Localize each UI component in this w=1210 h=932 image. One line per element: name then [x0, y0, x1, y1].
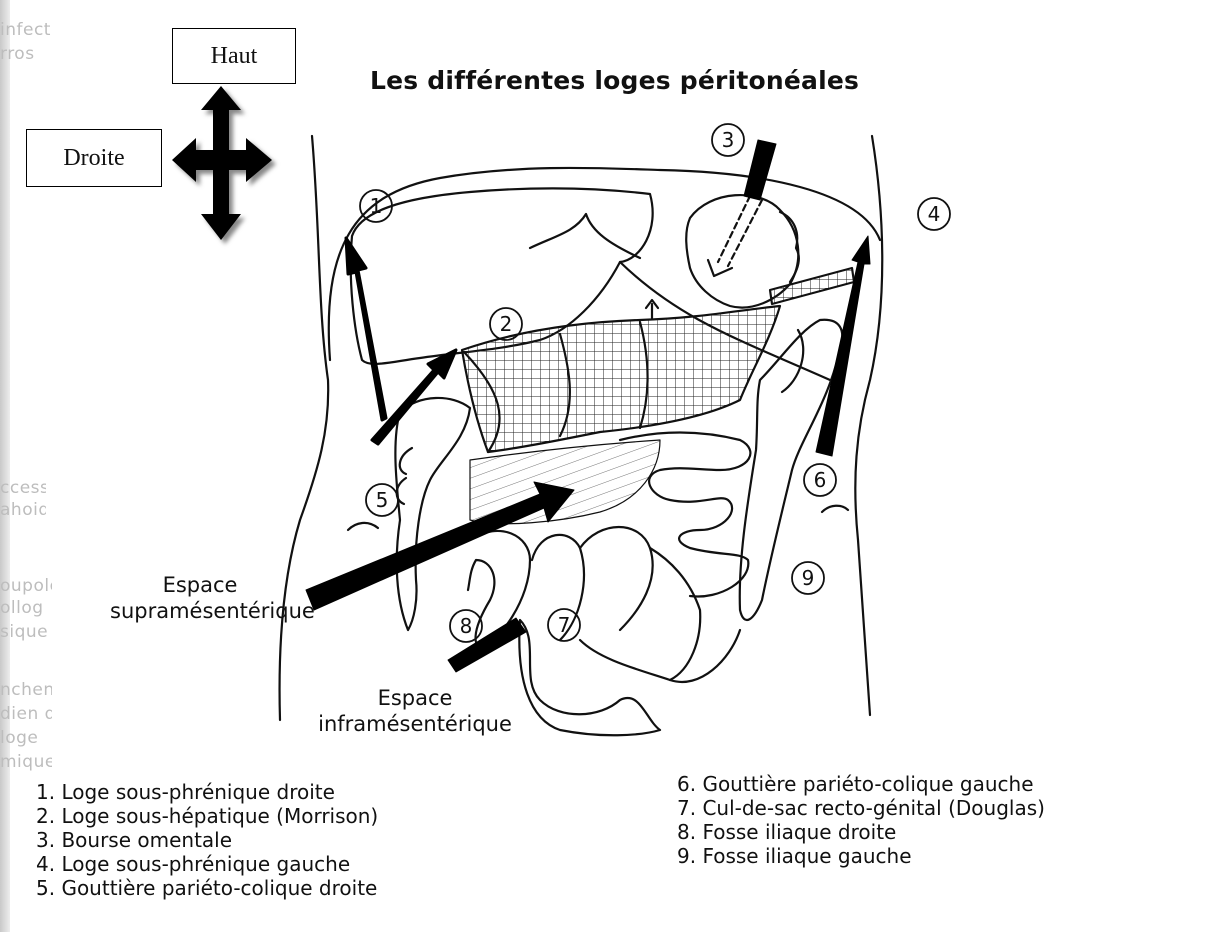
- label-line: Espace: [110, 572, 290, 598]
- svg-text:2: 2: [500, 312, 513, 336]
- label-line: Espace: [304, 685, 526, 711]
- region-marker-3: 3: [712, 124, 744, 156]
- legend-item: 3. Bourse omentale: [36, 828, 378, 852]
- ascending-colon: [395, 398, 470, 630]
- region-marker-9: 9: [792, 562, 824, 594]
- label-inframesenteric-space: Espace inframésentérique: [304, 685, 526, 737]
- figure-title: Les différentes loges péritonéales: [370, 66, 859, 95]
- orientation-cross-icon: [172, 86, 276, 244]
- legend-right-column: 6. Gouttière pariéto-colique gauche 7. C…: [677, 772, 1045, 868]
- orientation-right-label: Droite: [26, 129, 162, 187]
- legend-item: 4. Loge sous-phrénique gauche: [36, 852, 378, 876]
- legend-left-column: 1. Loge sous-phrénique droite 2. Loge so…: [36, 780, 378, 900]
- body-outline-right: [280, 136, 329, 720]
- region-marker-4: 4: [918, 198, 950, 230]
- svg-text:8: 8: [460, 614, 473, 638]
- legend-item: 7. Cul-de-sac recto-génital (Douglas): [677, 796, 1045, 820]
- svg-text:1: 1: [370, 194, 383, 218]
- svg-text:7: 7: [558, 613, 571, 637]
- svg-text:5: 5: [376, 488, 389, 512]
- flow-arrow-right-subphrenic: [346, 238, 386, 420]
- svg-text:9: 9: [802, 566, 815, 590]
- label-supramesenteric-space: Espace supramésentérique: [110, 572, 290, 624]
- legend-item: 2. Loge sous-hépatique (Morrison): [36, 804, 378, 828]
- legend-item: 9. Fosse iliaque gauche: [677, 844, 1045, 868]
- orientation-up-label: Haut: [172, 28, 296, 84]
- flow-arrow-supramesenteric: [306, 482, 574, 610]
- region-marker-5: 5: [366, 484, 398, 516]
- label-line: supramésentérique: [110, 598, 290, 624]
- region-marker-7: 7: [548, 609, 580, 641]
- svg-text:3: 3: [722, 128, 735, 152]
- label-line: inframésentérique: [304, 711, 526, 737]
- sigmoid-colon: [519, 620, 660, 735]
- legend-item: 6. Gouttière pariéto-colique gauche: [677, 772, 1045, 796]
- region-marker-2: 2: [490, 308, 522, 340]
- region-marker-6: 6: [804, 464, 836, 496]
- legend-item: 1. Loge sous-phrénique droite: [36, 780, 378, 804]
- legend-item: 8. Fosse iliaque droite: [677, 820, 1045, 844]
- svg-text:6: 6: [814, 468, 827, 492]
- flow-arrow-omental-bursa: [744, 140, 776, 200]
- region-marker-1: 1: [360, 190, 392, 222]
- legend-item: 5. Gouttière pariéto-colique droite: [36, 876, 378, 900]
- svg-text:4: 4: [928, 202, 941, 226]
- flow-arrow-left-subphrenic: [816, 236, 870, 456]
